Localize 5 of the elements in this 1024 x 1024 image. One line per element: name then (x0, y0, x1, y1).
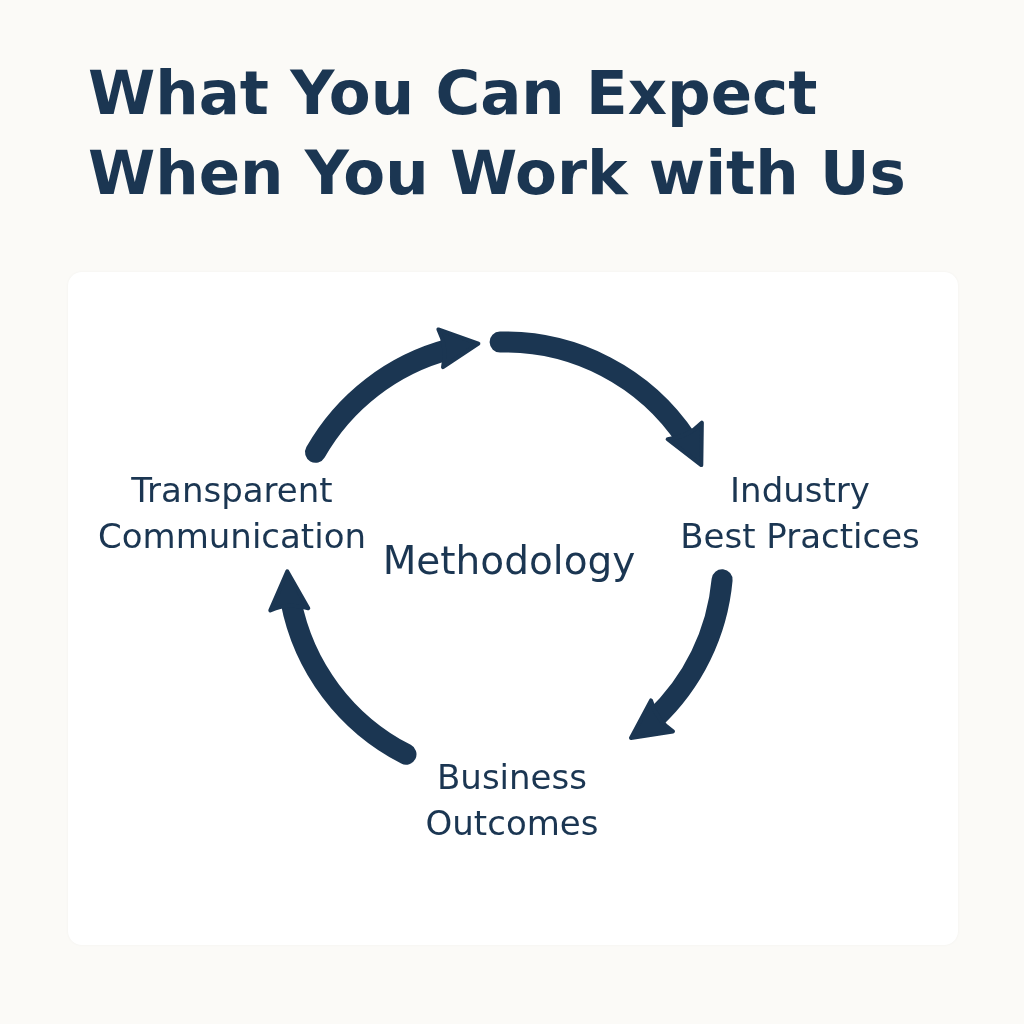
center-label: Methodology (382, 537, 636, 585)
step-label: Business Outcomes (425, 754, 599, 846)
diagram-title: What You Can Expect When You Work with Us (88, 56, 907, 210)
step-label: Industry Best Practices (680, 467, 920, 559)
step-label: Transparent Communication (98, 467, 366, 559)
